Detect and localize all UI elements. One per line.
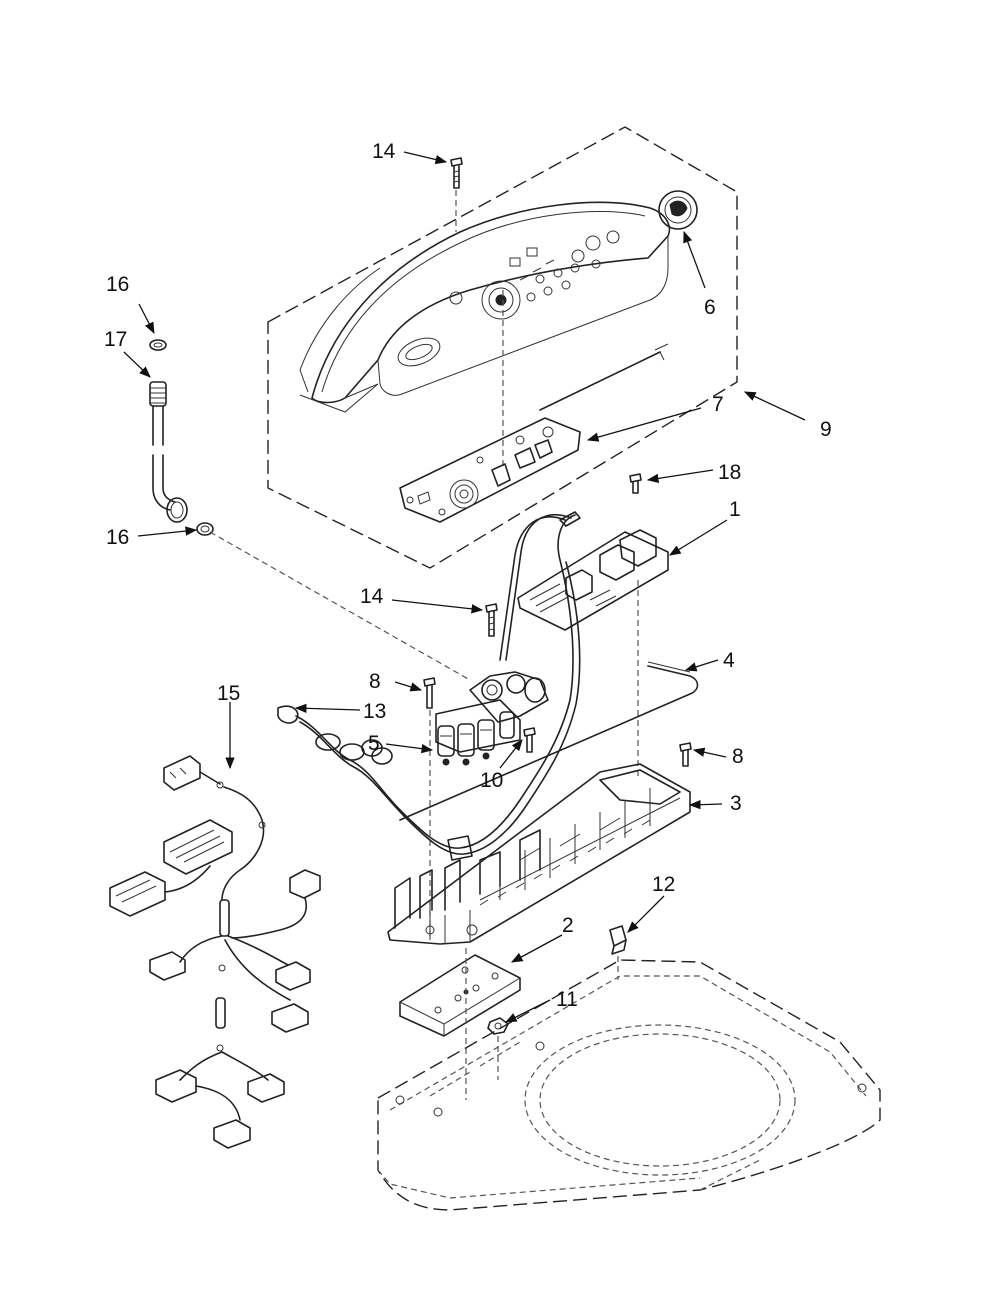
callout-8-left: 8 xyxy=(369,670,381,693)
callout-12: 12 xyxy=(652,873,676,896)
callout-13: 13 xyxy=(363,700,387,723)
callout-6: 6 xyxy=(704,296,716,319)
callout-17: 17 xyxy=(104,328,128,351)
cabinet-top xyxy=(377,959,881,1211)
callout-16-top: 16 xyxy=(106,273,130,296)
callout-15: 15 xyxy=(217,682,241,705)
wire-4 xyxy=(399,665,699,821)
screw-18 xyxy=(629,473,642,494)
callout-leaders xyxy=(123,151,806,1023)
callout-9: 9 xyxy=(820,418,832,441)
control-knob xyxy=(658,190,698,230)
mounting-plate xyxy=(399,948,521,1100)
callout-14-top: 14 xyxy=(372,140,396,163)
screw-middle xyxy=(485,603,498,637)
callout-8-right: 8 xyxy=(732,745,744,768)
callout-2: 2 xyxy=(562,914,574,937)
callout-11: 11 xyxy=(556,988,578,1011)
wire-harness-15 xyxy=(109,755,321,1149)
screw-10 xyxy=(523,727,536,753)
clip-12 xyxy=(609,925,627,980)
callout-1: 1 xyxy=(729,498,741,521)
callout-10: 10 xyxy=(480,769,504,792)
screw-8-right xyxy=(679,742,692,767)
callout-14-middle: 14 xyxy=(360,585,384,608)
hose-assembly xyxy=(149,339,471,681)
screw-top xyxy=(450,157,463,232)
callout-3: 3 xyxy=(730,792,742,815)
user-interface-board xyxy=(399,417,581,523)
callout-5: 5 xyxy=(368,732,380,755)
callout-7: 7 xyxy=(712,393,724,416)
console-panel xyxy=(299,201,671,413)
callout-18: 18 xyxy=(718,461,742,484)
nut-11 xyxy=(487,1017,509,1080)
callout-16-bottom: 16 xyxy=(106,526,130,549)
callout-4: 4 xyxy=(723,649,735,672)
console-assembly-boundary xyxy=(267,126,738,569)
wire-harness-13 xyxy=(277,514,581,861)
ribbon-cable xyxy=(539,351,661,411)
console-base xyxy=(387,763,691,945)
